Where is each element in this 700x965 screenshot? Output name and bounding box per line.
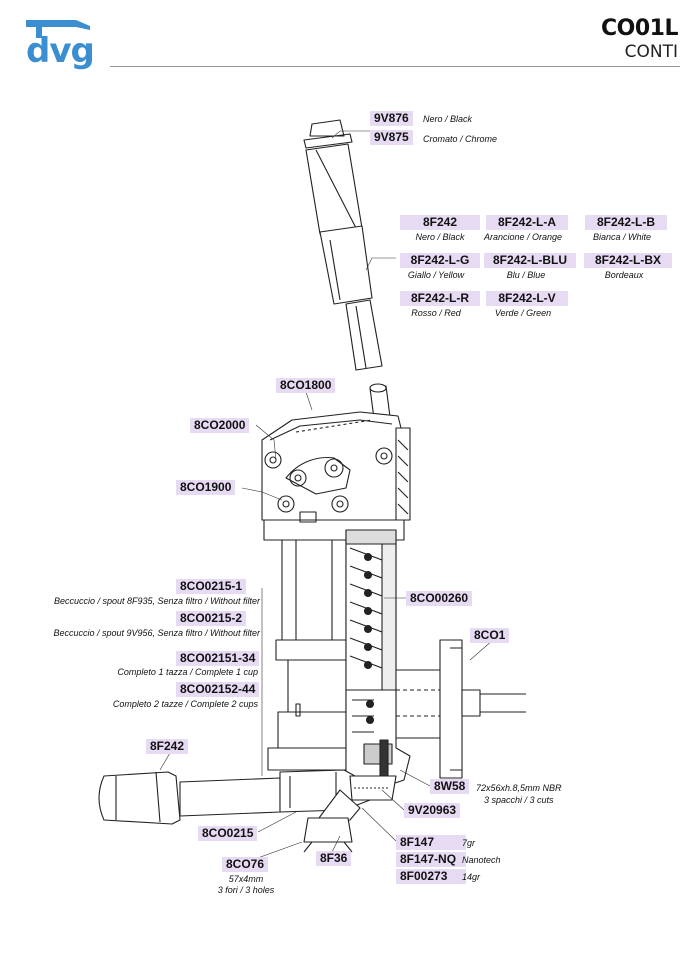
leader-lines <box>159 130 501 861</box>
logo-text: dvg <box>26 31 95 71</box>
part-code-8F147-NQ[interactable]: 8F147-NQ <box>396 852 466 867</box>
part-desc-8F242: Nero / Black <box>415 232 465 242</box>
part-desc-8F242-L-R: Rosso / Red <box>411 308 461 318</box>
lower-group-body-drawing <box>345 689 411 785</box>
part-code-9V876[interactable]: 9V876 <box>370 111 413 126</box>
part-desc-8F00273: 14gr <box>462 872 481 882</box>
part-code-8CO1900[interactable]: 8CO1900 <box>176 480 236 495</box>
filter-basket-drawing <box>349 775 397 801</box>
part-desc-8F147: 7gr <box>462 838 476 848</box>
cam-body-drawing <box>261 411 411 521</box>
part-code-9V20963[interactable]: 9V20963 <box>404 803 461 818</box>
part-code-8F242-L-G[interactable]: 8F242-L-G <box>400 253 480 268</box>
part-code-8F242-L-V[interactable]: 8F242-L-V <box>486 291 568 306</box>
part-code-8W58[interactable]: 8W58 <box>430 779 470 794</box>
part-code-8CO0215-2[interactable]: 8CO0215-2 <box>176 611 247 626</box>
part-code-8F147[interactable]: 8F147 <box>396 835 466 850</box>
part-code-8CO0215[interactable]: 8CO0215 <box>198 826 258 841</box>
lever-knob-drawing <box>303 119 383 371</box>
part-code-8F242[interactable]: 8F242 <box>400 215 480 230</box>
part-desc-8CO76-holes: 3 fori / 3 holes <box>217 885 275 895</box>
part-code-8F36[interactable]: 8F36 <box>316 851 352 866</box>
part-code-8CO2000[interactable]: 8CO2000 <box>190 418 250 433</box>
part-desc-8CO0215-2: Beccuccio / spout 9V956, Senza filtro / … <box>53 628 260 638</box>
part-code-8CO76[interactable]: 8CO76 <box>222 857 269 872</box>
part-desc-8F242-L-BLU: Blu / Blue <box>506 270 546 280</box>
part-desc-8F242-L-A: Arancione / Orange <box>483 232 563 242</box>
part-code-8CO0215-1[interactable]: 8CO0215-1 <box>176 579 247 594</box>
part-code-8CO1[interactable]: 8CO1 <box>470 628 510 643</box>
part-desc-9V876: Nero / Black <box>423 114 473 124</box>
part-code-8CO02151-34[interactable]: 8CO02151-34 <box>176 651 260 666</box>
part-desc-8W58-size: 72x56xh.8,5mm NBR <box>476 783 562 793</box>
part-desc-8CO0215-1: Beccuccio / spout 8F935, Senza filtro / … <box>53 596 260 606</box>
portafilter-drawing <box>98 769 371 853</box>
part-code-8F00273[interactable]: 8F00273 <box>396 869 466 884</box>
model-name: CONTI <box>624 42 678 62</box>
dvg-logo <box>26 20 90 38</box>
part-desc-8F242-L-G: Giallo / Yellow <box>407 270 465 280</box>
part-desc-8W58-cuts: 3 spacchi / 3 cuts <box>484 795 554 805</box>
part-code-8F242-L-BX[interactable]: 8F242-L-BX <box>584 253 672 268</box>
part-desc-8F242-L-BX: Bordeaux <box>604 270 644 280</box>
mount-flange-drawing <box>395 639 526 779</box>
part-code-8CO00260[interactable]: 8CO00260 <box>406 591 473 606</box>
part-desc-8CO76-size: 57x4mm <box>228 874 264 884</box>
part-code-8F242-portafilter[interactable]: 8F242 <box>146 739 189 754</box>
part-code-8F242-L-BLU[interactable]: 8F242-L-BLU <box>484 253 576 268</box>
part-code-8F242-L-R[interactable]: 8F242-L-R <box>400 291 480 306</box>
part-desc-8F147-NQ: Nanotech <box>462 855 501 865</box>
part-desc-8F242-L-V: Verde / Green <box>494 308 552 318</box>
part-desc-9V875: Cromato / Chrome <box>423 134 498 144</box>
left-cylinder-drawing <box>267 539 347 771</box>
part-code-8CO02152-44[interactable]: 8CO02152-44 <box>176 682 260 697</box>
model-code: CO01L <box>601 16 678 41</box>
part-code-8CO1800[interactable]: 8CO1800 <box>276 378 336 393</box>
logo-spout-icon <box>26 20 90 38</box>
part-desc-8F242-L-B: Bianca / White <box>592 232 652 242</box>
part-code-8F242-L-A[interactable]: 8F242-L-A <box>486 215 568 230</box>
spring-cylinder-drawing <box>345 529 397 691</box>
header-divider <box>110 66 680 67</box>
part-code-9V875[interactable]: 9V875 <box>370 130 413 145</box>
part-desc-8CO02152-44: Completo 2 tazze / Complete 2 cups <box>112 699 258 709</box>
part-code-8F242-L-B[interactable]: 8F242-L-B <box>585 215 667 230</box>
part-desc-8CO02151-34: Completo 1 tazza / Complete 1 cup <box>117 667 258 677</box>
